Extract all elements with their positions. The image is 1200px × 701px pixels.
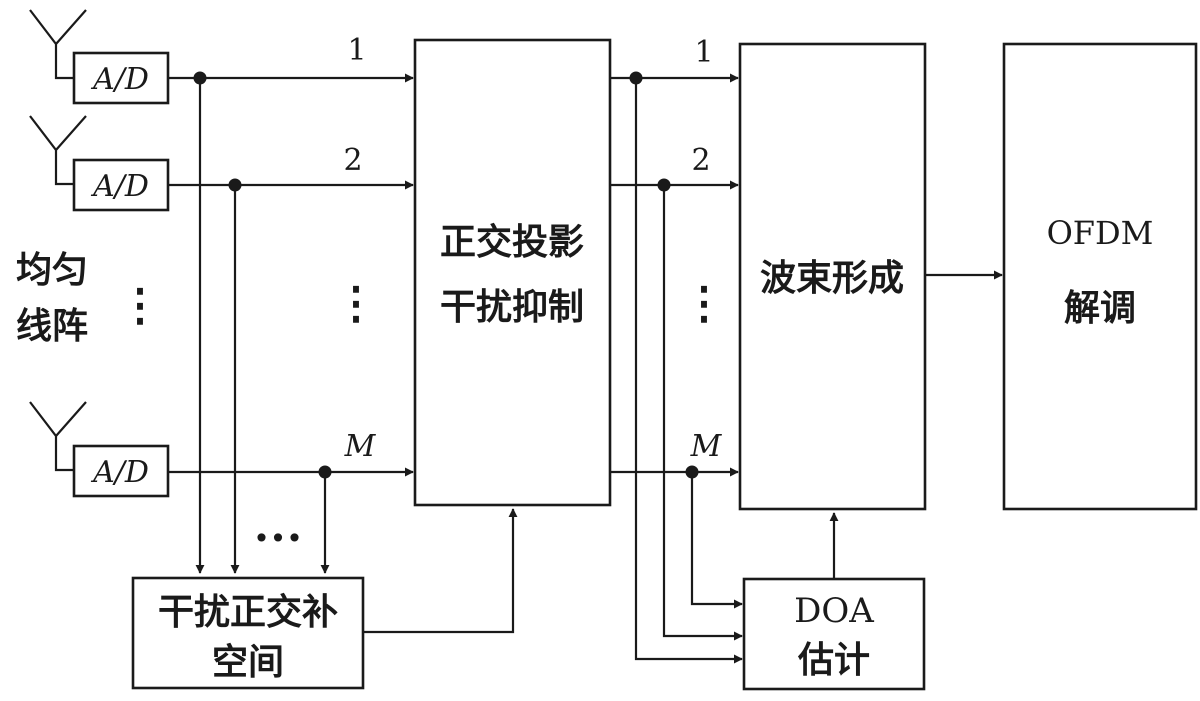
subspace-label: 空间 bbox=[212, 642, 284, 683]
subspace-label: 干扰正交补 bbox=[158, 591, 338, 633]
adc-label: A/D bbox=[90, 62, 149, 97]
beamforming-label: 波束形成 bbox=[760, 258, 904, 299]
projection-label: 正交投影 bbox=[440, 221, 584, 263]
antenna-icon bbox=[29, 401, 87, 472]
channel-label: M bbox=[344, 429, 377, 464]
horizontal-dots: ••• bbox=[253, 522, 303, 555]
antenna-icon bbox=[29, 115, 87, 186]
channel-label: 2 bbox=[343, 143, 362, 178]
projection-block bbox=[413, 38, 612, 507]
antenna-array-label: 均匀 bbox=[16, 250, 88, 291]
tap-line bbox=[634, 78, 743, 664]
feedback-line bbox=[363, 508, 518, 634]
ellipsis: ⋮ bbox=[334, 278, 378, 329]
adc-label: A/D bbox=[90, 169, 149, 204]
adc-label: A/D bbox=[90, 455, 149, 490]
subspace-block bbox=[131, 576, 365, 690]
channel-label: 1 bbox=[694, 35, 713, 70]
junction-dot bbox=[685, 465, 699, 479]
channel-label: 1 bbox=[347, 33, 366, 68]
channel-label: 2 bbox=[691, 143, 710, 178]
ellipsis: ⋮ bbox=[682, 278, 726, 329]
adc-box bbox=[72, 51, 170, 105]
junction-dot bbox=[629, 71, 643, 85]
antenna-icon bbox=[29, 9, 87, 80]
doa-block bbox=[742, 577, 926, 691]
junction-dot bbox=[657, 178, 671, 192]
junction-dot bbox=[228, 178, 242, 192]
doa-label: 估计 bbox=[797, 640, 870, 681]
junction-dot bbox=[193, 71, 207, 85]
tap-line bbox=[690, 472, 743, 609]
beamforming-block bbox=[738, 42, 927, 511]
tap-line bbox=[662, 185, 743, 641]
ofdm-label: 解调 bbox=[1064, 288, 1136, 329]
ofdm-label: OFDM bbox=[1047, 214, 1154, 252]
channel-label: M bbox=[690, 429, 723, 464]
antenna-array-label: 线阵 bbox=[16, 306, 88, 347]
junction-dot bbox=[318, 465, 332, 479]
projection-label: 干扰抑制 bbox=[440, 287, 584, 328]
ofdm-block bbox=[1002, 42, 1198, 511]
ellipsis: ⋮ bbox=[118, 280, 162, 331]
doa-label: DOA bbox=[794, 591, 874, 631]
